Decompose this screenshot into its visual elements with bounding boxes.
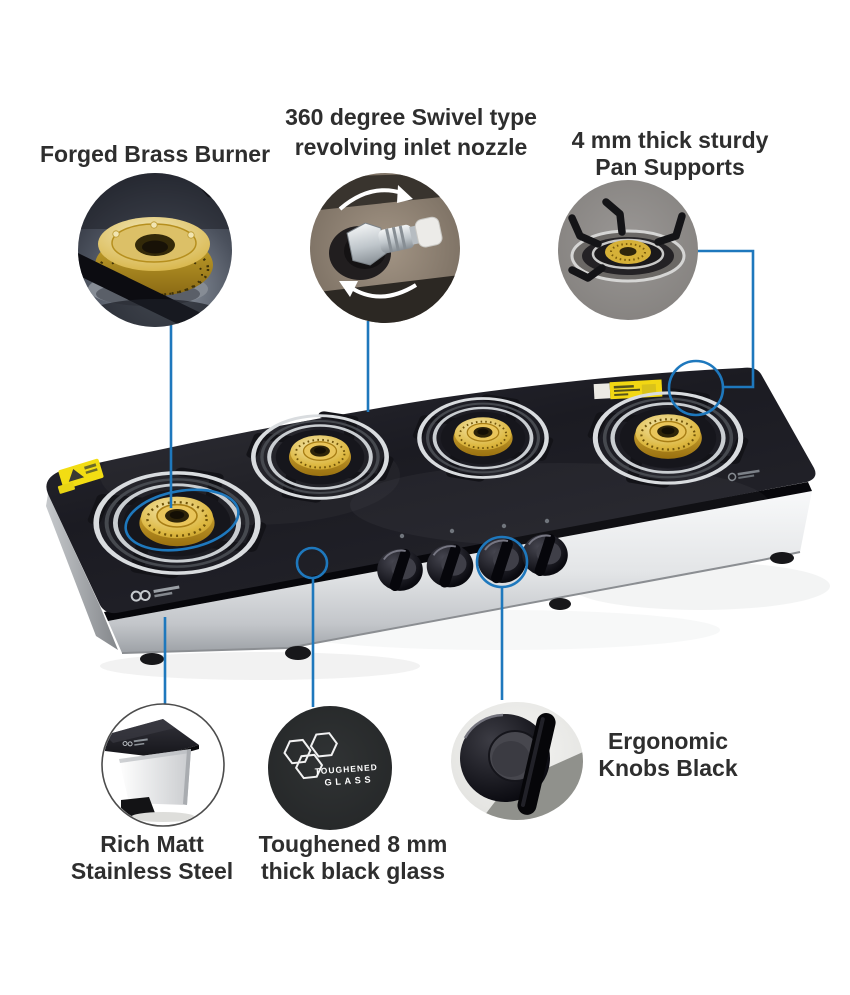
highlight-ellipse-brass-burner — [124, 488, 240, 552]
callout-line-pan-supports — [696, 249, 755, 389]
brand-logo-mark-right — [727, 469, 760, 482]
label-line: Forged Brass Burner — [39, 141, 271, 167]
label-line: 360 degree Swivel type — [285, 104, 537, 130]
label-line: Pan Supports — [595, 154, 745, 180]
label-ergonomic-knobs: Ergonomic Knobs Black — [548, 728, 788, 782]
label-line: revolving inlet nozzle — [294, 134, 528, 160]
highlight-circle-knob — [475, 535, 529, 589]
label-line: Rich Matt — [100, 831, 204, 857]
feature-photo-toughened-glass: TOUGHENED GLASS — [268, 706, 392, 830]
warning-sticker — [57, 458, 104, 494]
label-forged-brass-burner: Forged Brass Burner — [20, 141, 290, 168]
feature-photo-stainless-steel — [101, 703, 225, 827]
label-line: Toughened 8 mm — [258, 831, 448, 857]
label-pan-supports: 4 mm thick sturdy Pan Supports — [535, 127, 805, 181]
feature-photo-pan-supports — [558, 180, 698, 320]
label-line: 4 mm thick sturdy — [571, 127, 769, 153]
brand-logo-mark — [130, 585, 180, 602]
glass-text: GLASS — [324, 774, 374, 787]
knob-panel-dots — [399, 518, 550, 539]
label-inlet-nozzle: 360 degree Swivel type revolving inlet n… — [275, 102, 547, 162]
label-toughened-glass: Toughened 8 mm thick black glass — [232, 831, 474, 885]
feature-photo-forged-brass-burner — [78, 173, 232, 327]
stove-foot — [121, 797, 155, 817]
knob-handle — [517, 713, 556, 815]
label-stainless-steel: Rich Matt Stainless Steel — [32, 831, 272, 885]
rotation-arrows-icon — [338, 188, 418, 299]
label-line: Ergonomic — [607, 728, 729, 754]
highlight-circle-glass — [295, 546, 329, 580]
label-line: Stainless Steel — [70, 858, 234, 884]
hexagons-icon — [283, 732, 338, 780]
feature-photo-knob — [451, 702, 583, 820]
stove-feet — [140, 552, 794, 665]
highlight-circle-pan-support — [667, 359, 725, 417]
pan-support-claws — [568, 198, 686, 282]
feature-photo-inlet-nozzle — [310, 173, 460, 323]
label-line: thick black glass — [260, 858, 446, 884]
label-line: Knobs Black — [598, 755, 738, 781]
nozzle — [346, 216, 443, 266]
mini-logo-on-glass — [122, 738, 148, 747]
toughened-text: TOUGHENED — [314, 762, 378, 776]
